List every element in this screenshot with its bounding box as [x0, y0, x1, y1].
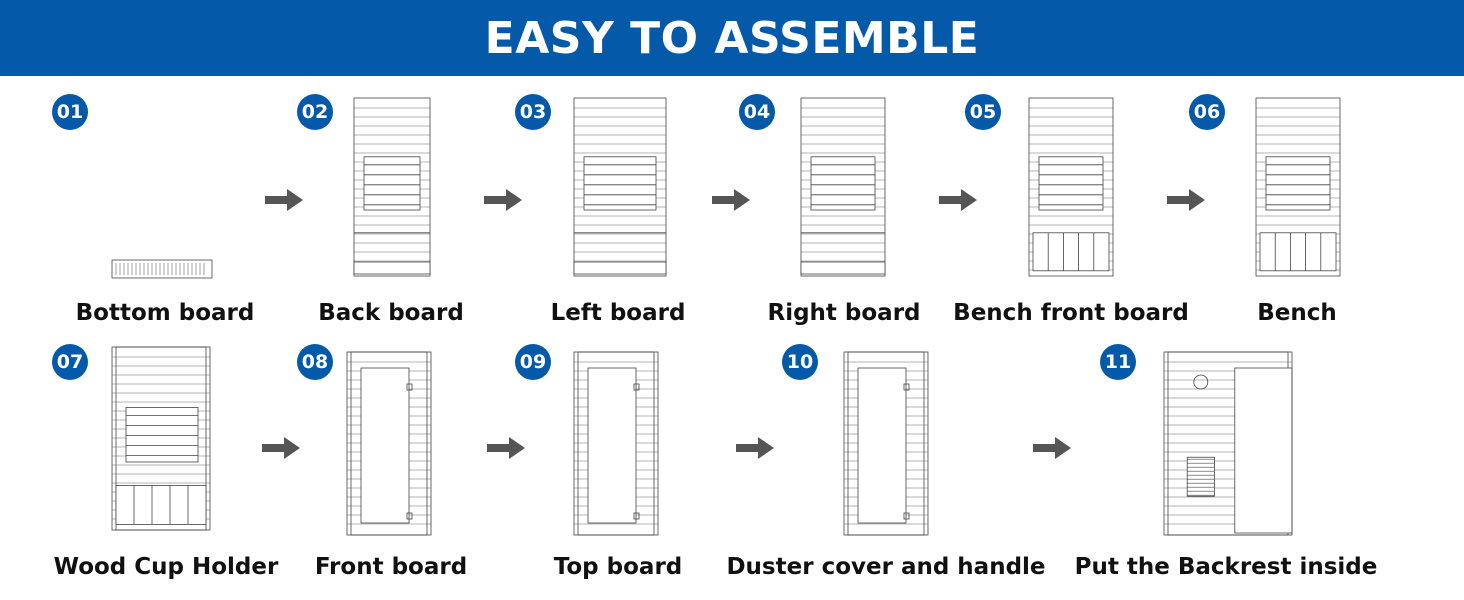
assembly-drawing	[111, 259, 213, 279]
arrow-right-icon	[1033, 437, 1071, 459]
assembly-drawing	[1163, 351, 1293, 536]
arrow-right-icon	[487, 437, 525, 459]
arrow-right-icon	[484, 189, 522, 211]
assembly-drawing	[353, 97, 431, 277]
step-number-badge: 05	[965, 94, 1001, 130]
step-label: Duster cover and handle	[726, 554, 1046, 580]
step-number-badge: 10	[782, 344, 818, 380]
step-label: Bench front board	[953, 300, 1189, 326]
arrow-right-icon	[736, 437, 774, 459]
assembly-drawing	[573, 97, 667, 277]
arrow-right-icon	[262, 437, 300, 459]
assembly-drawing	[1028, 97, 1114, 277]
arrow-right-icon	[939, 189, 977, 211]
assembly-drawing	[111, 346, 211, 531]
step-label: Right board	[767, 300, 921, 326]
step-label: Put the Backrest inside	[1074, 554, 1378, 580]
step-label: Left board	[550, 300, 686, 326]
page-title: EASY TO ASSEMBLE	[484, 12, 980, 64]
step-number-badge: 06	[1189, 94, 1225, 130]
step-number-badge: 01	[52, 94, 88, 130]
step-number-badge: 08	[297, 344, 333, 380]
assembly-drawing	[843, 351, 929, 536]
step-label: Back board	[318, 300, 464, 326]
step-label: Top board	[553, 554, 683, 580]
step-number-badge: 03	[515, 94, 551, 130]
assembly-drawing	[800, 97, 886, 277]
step-label: Wood Cup Holder	[53, 554, 279, 580]
arrow-right-icon	[265, 189, 303, 211]
step-number-badge: 09	[515, 344, 551, 380]
step-label: Bench	[1257, 300, 1337, 326]
arrow-right-icon	[712, 189, 750, 211]
title-banner: EASY TO ASSEMBLE	[0, 0, 1464, 76]
assembly-drawing	[1255, 97, 1341, 277]
step-number-badge: 04	[739, 94, 775, 130]
step-number-badge: 11	[1100, 344, 1136, 380]
step-number-badge: 02	[297, 94, 333, 130]
step-label: Bottom board	[75, 300, 255, 326]
arrow-right-icon	[1167, 189, 1205, 211]
step-number-badge: 07	[52, 344, 88, 380]
assembly-drawing	[346, 351, 432, 536]
assembly-drawing	[573, 351, 659, 536]
step-label: Front board	[314, 554, 468, 580]
